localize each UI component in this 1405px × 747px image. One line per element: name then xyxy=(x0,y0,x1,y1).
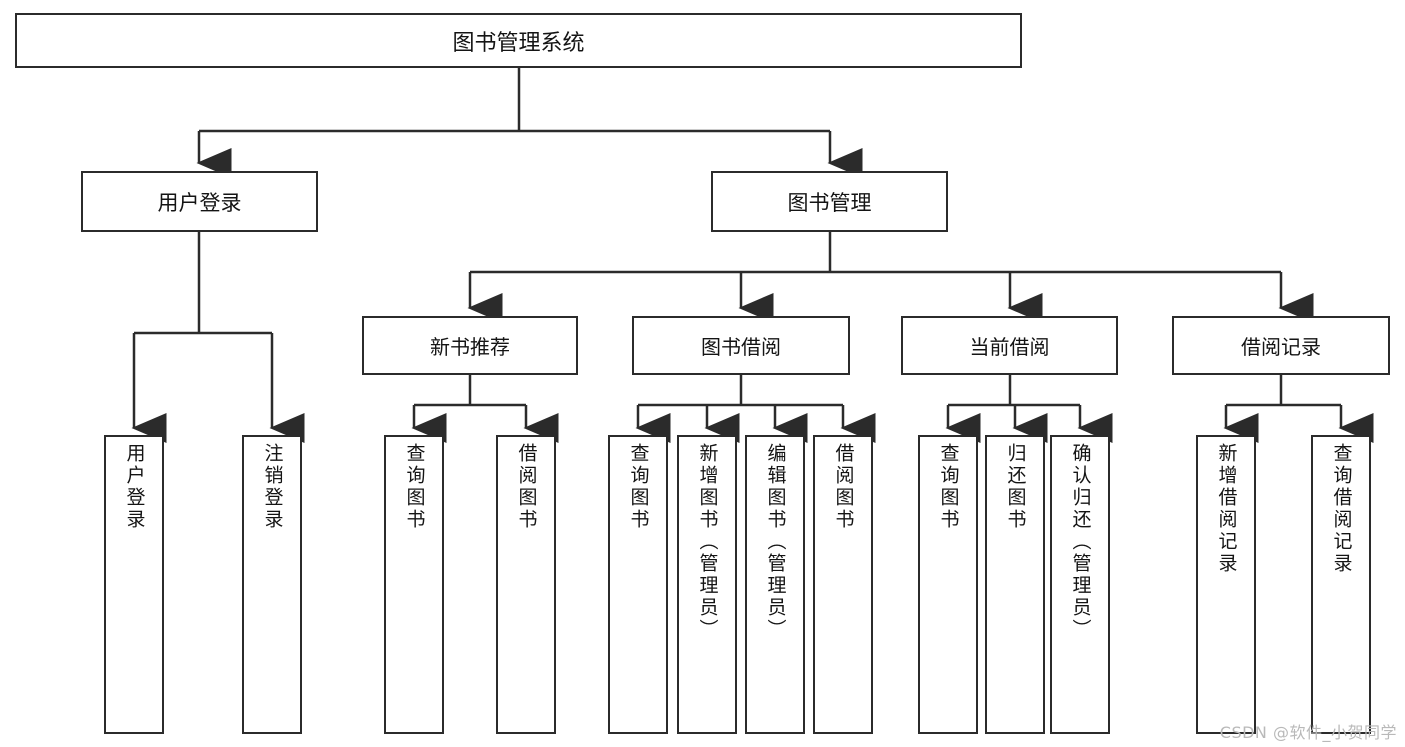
leaf-label: 注销登录 xyxy=(261,443,284,531)
node-user-login[interactable]: 用户登录 xyxy=(81,171,318,232)
leaf-label: 确认归还（管理员） xyxy=(1069,443,1092,641)
leaf-add-book-admin[interactable]: 新增图书（管理员） xyxy=(677,435,737,734)
node-root-book-management-system[interactable]: 图书管理系统 xyxy=(15,13,1022,68)
leaf-label: 新增图书（管理员） xyxy=(696,443,719,641)
node-label: 图书管理 xyxy=(787,190,872,215)
node-label: 图书管理系统 xyxy=(452,30,585,56)
leaf-label: 借阅图书 xyxy=(832,443,855,531)
leaf-confirm-return-admin[interactable]: 确认归还（管理员） xyxy=(1050,435,1110,734)
node-label: 新书推荐 xyxy=(430,335,510,359)
leaf-label: 查询借阅记录 xyxy=(1330,443,1353,575)
leaf-borrow-book[interactable]: 借阅图书 xyxy=(813,435,873,734)
node-label: 借阅记录 xyxy=(1241,335,1321,359)
node-book-management[interactable]: 图书管理 xyxy=(711,171,948,232)
leaf-add-borrow-record[interactable]: 新增借阅记录 xyxy=(1196,435,1256,734)
leaf-label: 查询图书 xyxy=(937,443,960,531)
leaf-logout[interactable]: 注销登录 xyxy=(242,435,302,734)
watermark-text: CSDN @软件_小贺同学 xyxy=(1219,723,1397,742)
node-label: 图书借阅 xyxy=(701,335,781,359)
leaf-user-login[interactable]: 用户登录 xyxy=(104,435,164,734)
node-label: 当前借阅 xyxy=(969,335,1050,359)
node-label: 用户登录 xyxy=(157,190,242,215)
leaf-label: 用户登录 xyxy=(123,443,146,531)
leaf-label: 查询图书 xyxy=(403,443,426,531)
leaf-label: 编辑图书（管理员） xyxy=(764,443,787,641)
leaf-label: 查询图书 xyxy=(627,443,650,531)
node-borrow-records[interactable]: 借阅记录 xyxy=(1172,316,1390,375)
leaf-edit-book-admin[interactable]: 编辑图书（管理员） xyxy=(745,435,805,734)
node-current-borrow[interactable]: 当前借阅 xyxy=(901,316,1118,375)
leaf-borrow-book-recommend[interactable]: 借阅图书 xyxy=(496,435,556,734)
leaf-query-book-recommend[interactable]: 查询图书 xyxy=(384,435,444,734)
leaf-label: 新增借阅记录 xyxy=(1215,443,1238,575)
leaf-query-book-borrow[interactable]: 查询图书 xyxy=(608,435,668,734)
leaf-query-book-current[interactable]: 查询图书 xyxy=(918,435,978,734)
leaf-return-book[interactable]: 归还图书 xyxy=(985,435,1045,734)
node-book-borrow[interactable]: 图书借阅 xyxy=(632,316,850,375)
leaf-label: 借阅图书 xyxy=(515,443,538,531)
leaf-label: 归还图书 xyxy=(1004,443,1027,531)
leaf-query-borrow-record[interactable]: 查询借阅记录 xyxy=(1311,435,1371,734)
node-new-book-recommend[interactable]: 新书推荐 xyxy=(362,316,578,375)
